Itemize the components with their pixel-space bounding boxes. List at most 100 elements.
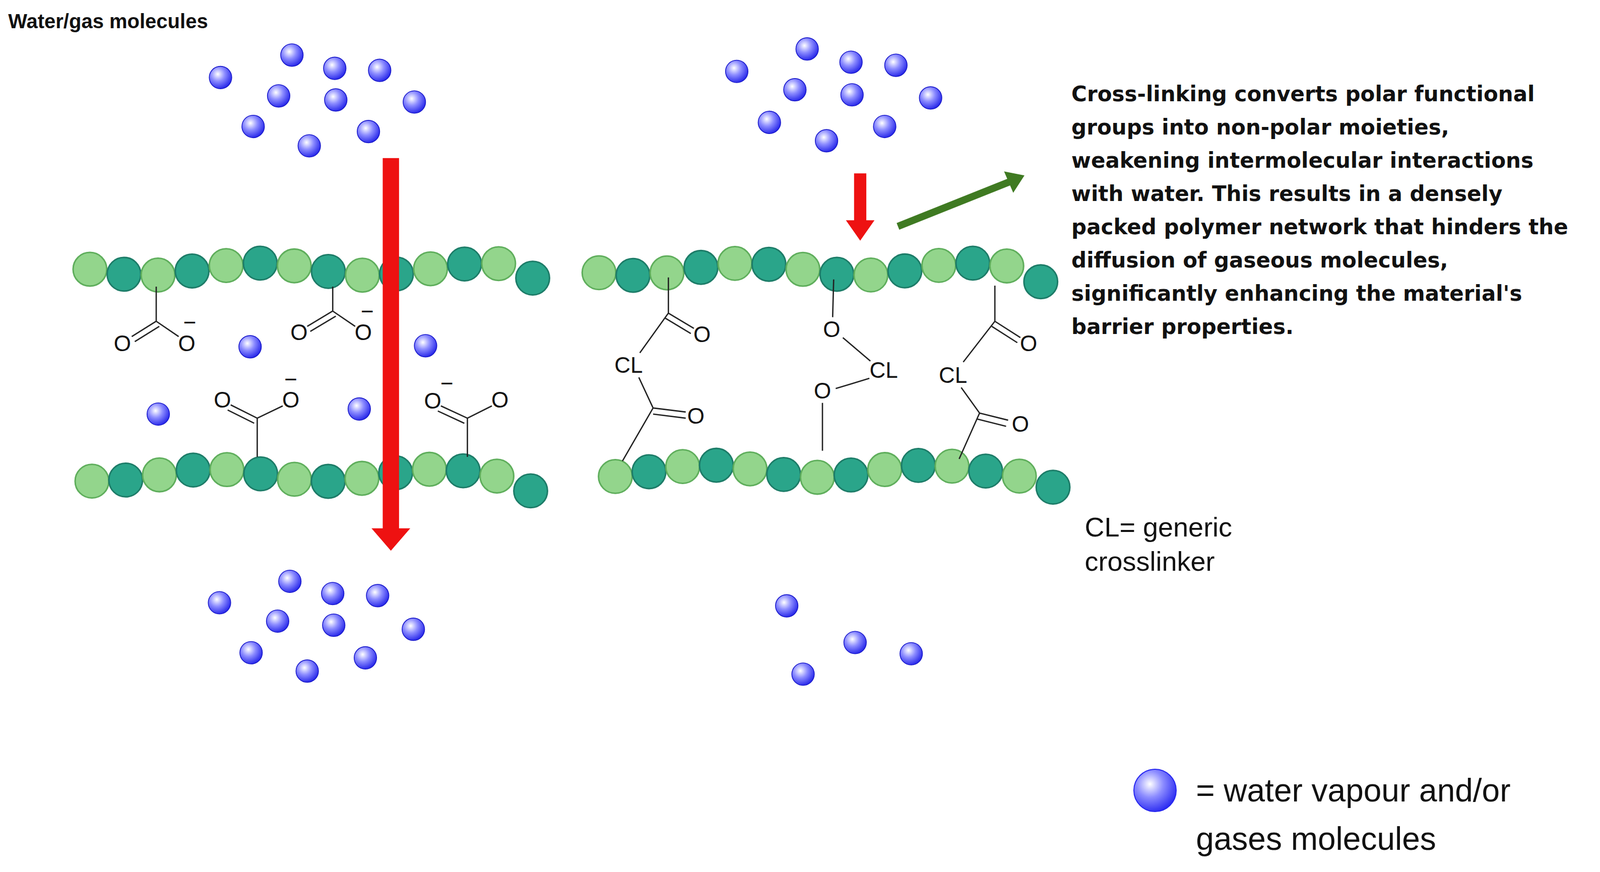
molecule: [239, 641, 263, 665]
chain-bead: [766, 457, 801, 492]
callout-note: Cross-linking converts polar functional …: [1071, 77, 1581, 344]
molecule: [757, 111, 781, 135]
chain-bead: [582, 256, 616, 290]
molecule: [791, 663, 815, 686]
oxygen-atom: O: [423, 390, 441, 413]
molecule: [725, 59, 749, 83]
chain-bead: [751, 247, 786, 282]
chemical-bonds: [131, 277, 1020, 462]
molecule: [403, 90, 426, 114]
chain-bead: [413, 251, 448, 286]
legend-text: = water vapour and/or gases molecules: [1195, 766, 1594, 864]
oxygen-atom: O: [354, 321, 372, 344]
chain-bead: [277, 462, 312, 497]
chain-bead: [176, 453, 211, 488]
oxygen-atom: O: [822, 318, 841, 341]
chain-bead: [480, 459, 515, 494]
heading-label: Water/gas molecules: [8, 10, 208, 33]
crosslinker-label: CL: [614, 354, 643, 377]
chain-bead: [699, 448, 734, 483]
molecule: [322, 614, 346, 637]
molecule: [147, 403, 170, 426]
molecule: [209, 66, 232, 90]
charge-sign: −: [284, 368, 298, 391]
chain-bead: [481, 246, 516, 281]
chain-bead: [684, 250, 719, 285]
molecule: [280, 43, 304, 67]
molecule: [884, 53, 908, 77]
oxygen-atom: O: [213, 389, 231, 412]
chain-bead: [311, 464, 346, 499]
chain-bead: [935, 449, 970, 484]
molecule: [873, 115, 896, 139]
molecule: [354, 647, 377, 670]
chain-bead: [447, 247, 482, 282]
oxygen-atom: O: [1019, 332, 1038, 355]
chain-bead: [141, 258, 175, 293]
chain-bead: [901, 449, 936, 483]
chain-bead: [989, 249, 1024, 284]
legend-swatch-ball: [1133, 769, 1177, 812]
chain-bead: [142, 458, 177, 492]
molecule: [348, 398, 371, 421]
chain-bead: [969, 454, 1003, 489]
chain-bead: [665, 450, 700, 484]
molecule: [368, 58, 392, 82]
molecule: [795, 37, 819, 61]
chain-bead: [75, 464, 109, 499]
chain-bead: [834, 458, 868, 493]
molecule: [241, 115, 265, 139]
molecule: [775, 594, 799, 618]
chain-bead: [210, 453, 244, 487]
polymer-chains: [73, 246, 1070, 508]
oxygen-atom: O: [113, 332, 132, 355]
callout-pointer-arrow: [898, 171, 1025, 227]
chain-bead: [345, 461, 379, 496]
molecule: [321, 582, 345, 606]
chain-bead: [73, 252, 107, 287]
chain-bead: [209, 248, 243, 283]
oxygen-atom: O: [1011, 413, 1030, 436]
chain-bead: [922, 248, 956, 283]
molecule: [278, 570, 302, 594]
molecule: [840, 83, 864, 107]
chain-bead: [446, 454, 481, 488]
molecule: [208, 591, 231, 615]
molecule: [297, 134, 321, 158]
oxygen-atom: O: [290, 321, 308, 344]
chain-bead: [516, 261, 550, 296]
charge-sign: −: [360, 300, 374, 323]
molecule: [323, 56, 347, 80]
molecule: [238, 335, 262, 359]
oxygen-atom: O: [177, 332, 196, 355]
chain-bead: [800, 460, 835, 495]
molecule: [267, 84, 291, 108]
chain-bead: [514, 474, 548, 508]
molecule: [844, 631, 867, 655]
chain-bead: [955, 246, 990, 281]
molecule: [900, 642, 923, 666]
chain-bead: [345, 258, 380, 293]
molecule: [783, 78, 807, 102]
water-gas-molecules: [147, 37, 942, 686]
charge-sign: −: [440, 372, 454, 395]
chain-bead: [175, 254, 210, 289]
chain-bead: [854, 258, 888, 293]
chain-bead: [243, 246, 278, 281]
molecule: [402, 618, 425, 642]
oxygen-atom: O: [687, 405, 705, 428]
chain-bead: [819, 257, 854, 292]
charge-sign: −: [183, 311, 197, 334]
chain-bead: [616, 258, 651, 293]
molecule: [919, 86, 942, 110]
oxygen-atom: O: [693, 323, 711, 346]
oxygen-atom: O: [813, 379, 831, 403]
chain-bead: [277, 248, 312, 283]
chain-bead: [107, 257, 142, 292]
molecule: [295, 660, 319, 683]
molecule: [414, 334, 437, 358]
crosslinker-label: CL: [938, 364, 968, 387]
permeation-arrows: [371, 158, 875, 551]
molecule: [815, 129, 839, 153]
